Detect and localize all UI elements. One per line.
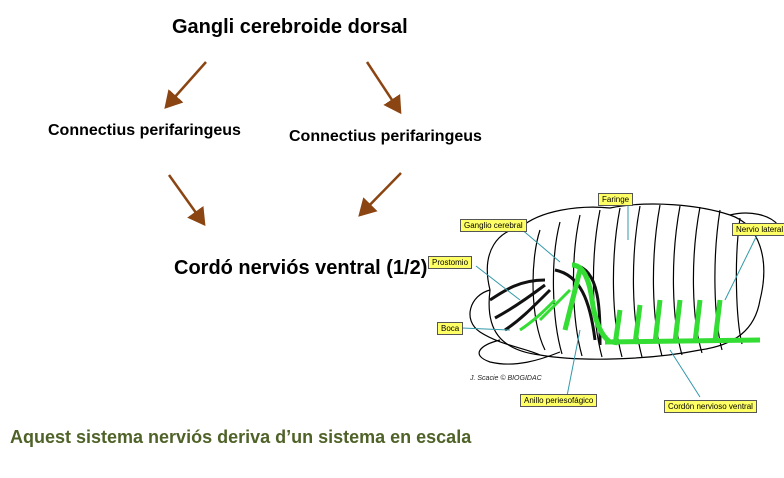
figure-credit: J. Scacie © BIOGIDAC (470, 375, 542, 382)
label-cordon-nervioso-ventral: Cordón nervioso ventral (664, 400, 757, 413)
ganglion-title: Gangli cerebroide dorsal (172, 16, 408, 38)
label-nervio-lateral: Nervio lateral (732, 223, 784, 236)
ventral-cord-label: Cordó nerviós ventral (1/2) (174, 257, 428, 279)
connective-left-label: Connectius perifaringeus (48, 122, 241, 139)
arrow-top-left (164, 61, 207, 109)
arrow-top-right (365, 61, 402, 115)
label-ganglio-cerebral: Ganglio cerebral (460, 219, 527, 232)
label-anillo-periesofagico: Anillo periesofágico (520, 394, 598, 407)
label-boca: Boca (437, 322, 464, 335)
arrow-bottom-right (358, 172, 402, 217)
arrow-bottom-left (167, 174, 206, 227)
connective-right-label: Connectius perifaringeus (289, 128, 482, 145)
label-faringe: Faringe (598, 193, 634, 206)
label-prostomio: Prostomio (428, 256, 473, 269)
caption: Aquest sistema nerviós deriva d’un siste… (10, 427, 472, 447)
